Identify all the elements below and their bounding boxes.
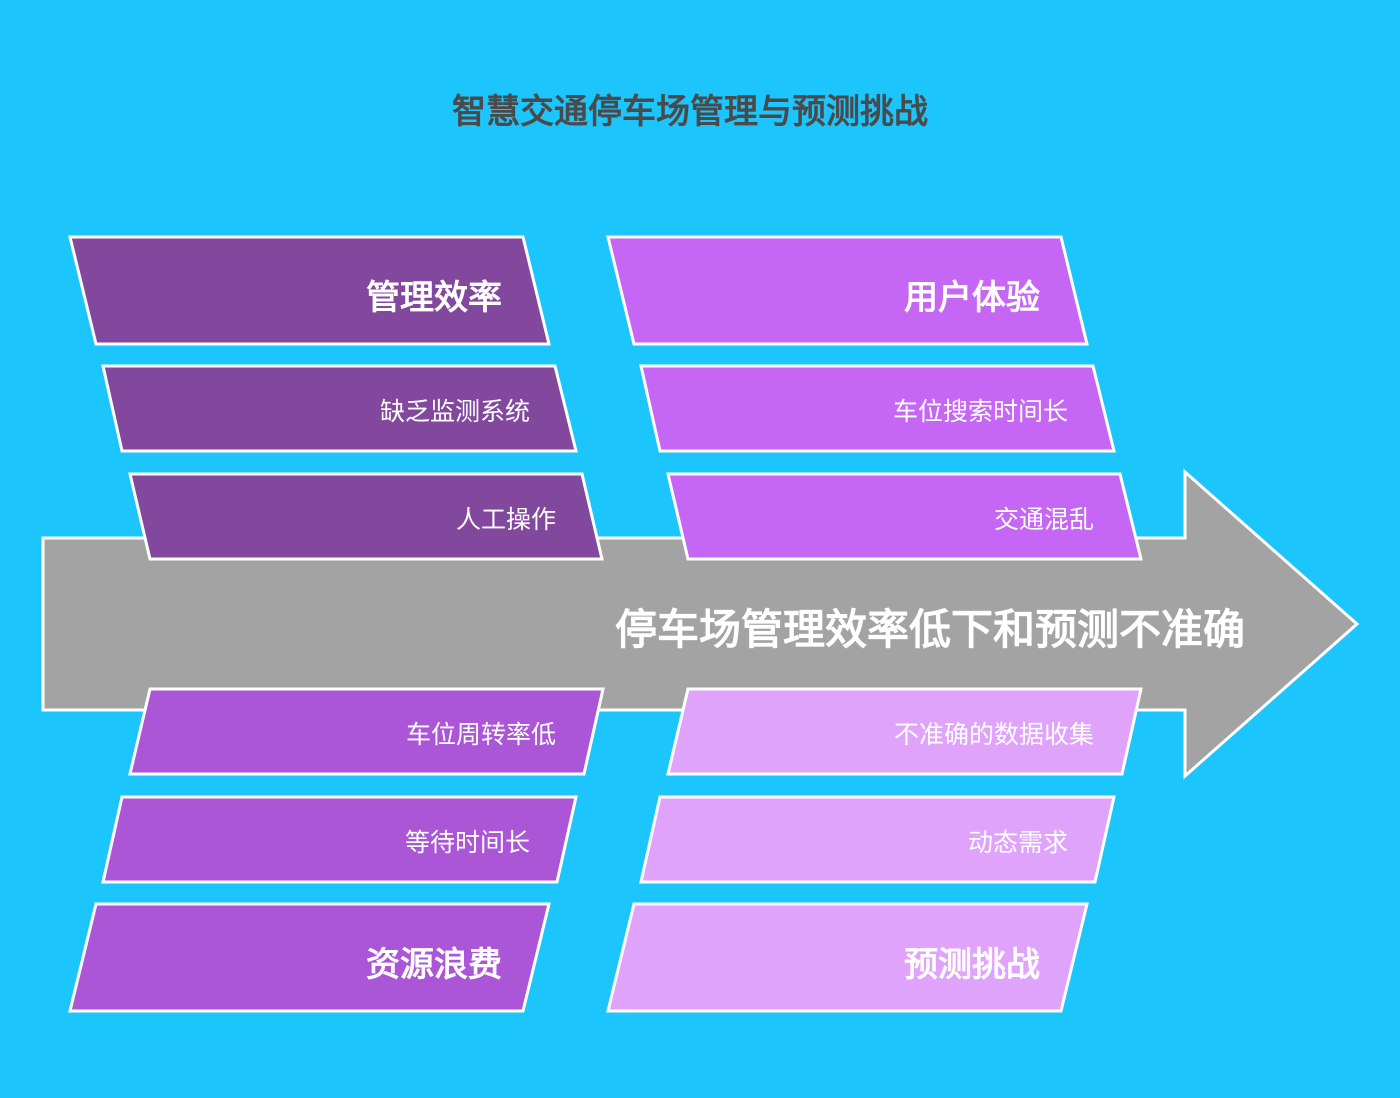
category-label-resource-waste: 资源浪费 [366,945,502,985]
cause-box-long-wait [101,795,578,884]
category-label-prediction-challenge: 预测挑战 [904,945,1040,985]
category-box-management-efficiency [68,235,551,346]
category-box-resource-waste [68,902,551,1013]
cause-box-manual-operation [128,472,604,561]
cause-label-low-turnover: 车位周转率低 [405,720,556,749]
cause-label-manual-operation: 人工操作 [455,505,556,534]
effect-label: 停车场管理效率低下和预测不准确 [614,605,1245,654]
category-label-user-experience: 用户体验 [904,278,1040,318]
cause-box-low-turnover [128,687,605,776]
cause-label-traffic-chaos: 交通混乱 [993,505,1094,534]
category-box-user-experience [606,235,1089,346]
cause-label-long-wait: 等待时间长 [404,828,530,857]
cause-label-lack-monitoring: 缺乏监测系统 [379,397,530,426]
cause-box-traffic-chaos [666,472,1143,561]
cause-label-inaccurate-data: 不准确的数据收集 [893,720,1094,749]
cause-label-dynamic-demand: 动态需求 [967,828,1068,857]
cause-box-long-search-time [639,364,1116,453]
category-box-prediction-challenge [606,902,1089,1013]
cause-box-lack-monitoring [101,364,578,453]
cause-box-dynamic-demand [639,795,1116,884]
diagram-title: 智慧交通停车场管理与预测挑战 [452,92,928,132]
cause-label-long-search-time: 车位搜索时间长 [892,397,1068,426]
cause-box-inaccurate-data [666,687,1143,776]
category-label-management-efficiency: 管理效率 [366,278,502,318]
